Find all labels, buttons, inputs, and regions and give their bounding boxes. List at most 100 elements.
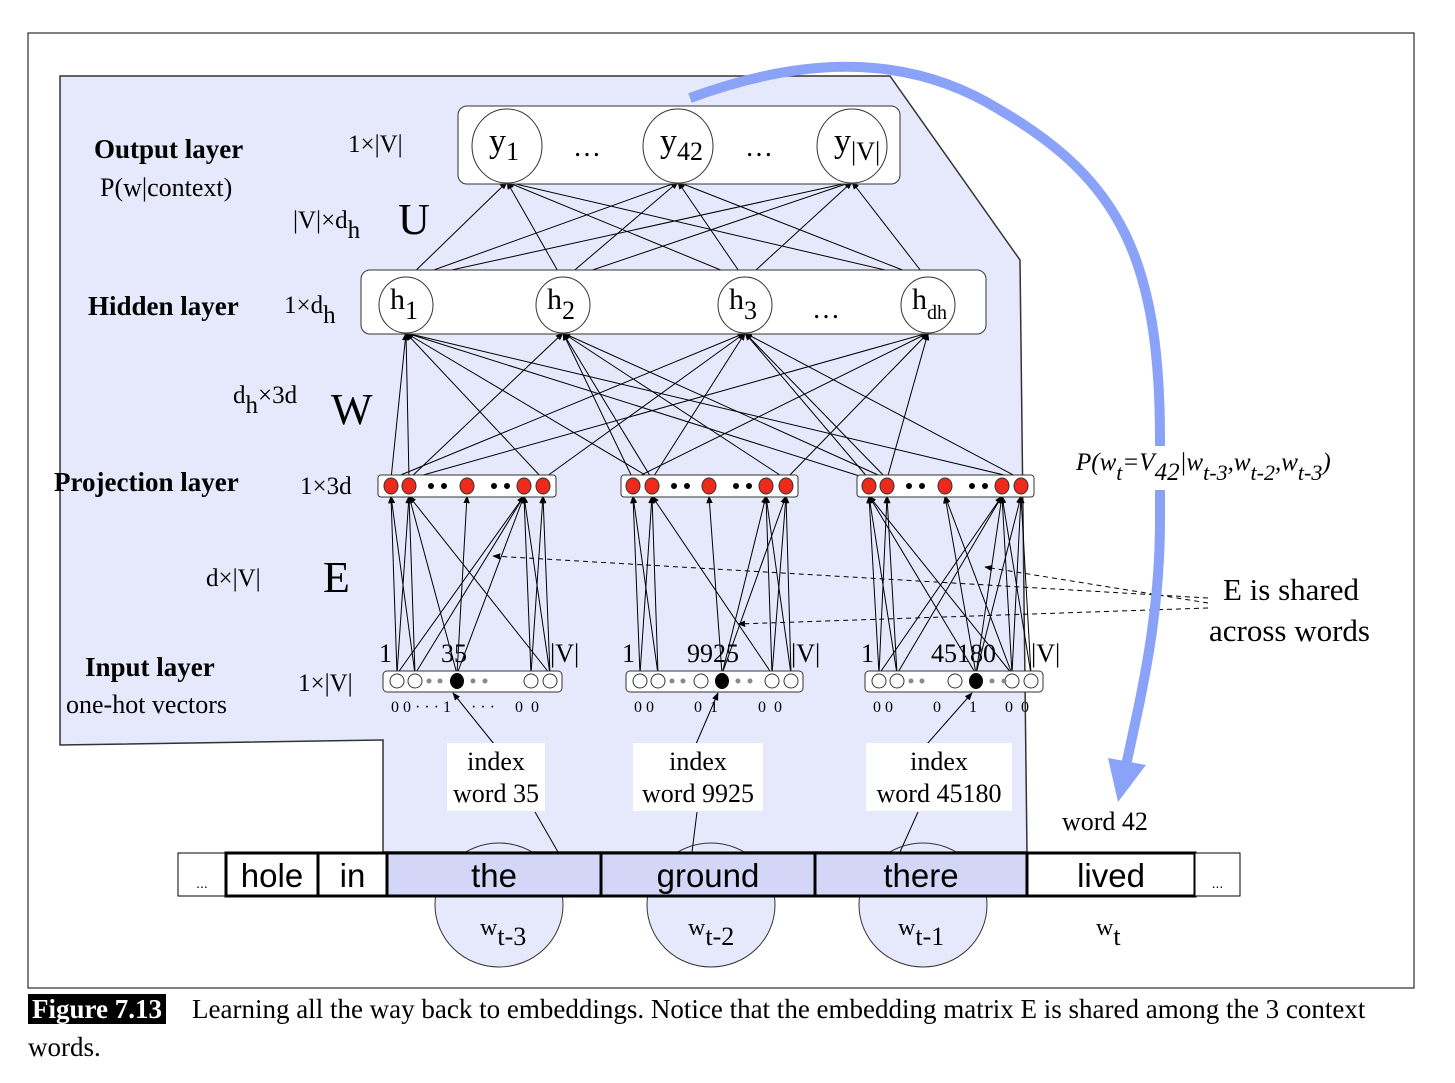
ellipsis-dot (491, 483, 497, 489)
word-text: ground (657, 857, 760, 894)
projection-unit (625, 477, 641, 495)
hidden-node: hdh (900, 276, 956, 334)
word-cell: in (316, 851, 389, 898)
word-position-label: wt-1 (898, 915, 944, 951)
input-layer-sublabel: one-hot vectors (66, 690, 227, 719)
input-unit (783, 673, 799, 689)
word-text: in (340, 857, 366, 894)
projection-dim: 1×3d (300, 473, 352, 500)
projection-unit (778, 477, 794, 495)
input-unit (542, 673, 558, 689)
word-cell: ... (177, 852, 227, 897)
word-cell: ... (1194, 852, 1241, 897)
input-unit (764, 673, 780, 689)
svg-text:h1: h1 (390, 283, 418, 325)
ellipsis-dot (441, 483, 447, 489)
word-position-label: wt-2 (688, 915, 734, 951)
projection-unit (937, 477, 953, 495)
output-node: y42 (642, 108, 714, 184)
projection-unit (994, 477, 1010, 495)
svg-text:y1: y1 (489, 123, 519, 166)
projection-unit (861, 477, 877, 495)
hot-input-unit (715, 673, 729, 689)
ellipsis-dot (684, 483, 690, 489)
hidden-layer-box (360, 269, 987, 335)
input-bits: 0 0 0 1 0 0 (873, 699, 1029, 716)
word-position-label: wt-3 (480, 915, 526, 951)
output-node: y|V| (816, 108, 888, 184)
prediction-arrowhead-icon (1108, 758, 1146, 802)
hidden-layer-label: Hidden layer (88, 291, 239, 321)
ellipsis-dot (969, 483, 975, 489)
word-position-label: wt (1096, 915, 1121, 951)
input-last-index: |V| (550, 639, 579, 668)
output-dim: 1×|V| (348, 131, 403, 158)
ellipsis-dot (428, 483, 434, 489)
projection-segment (620, 474, 799, 498)
w-matrix-label: W (331, 385, 373, 434)
hidden-node: h1 (378, 276, 434, 334)
probability-formula: P(wt=V42|wt-3,wt-2,wt-3) (1075, 449, 1331, 486)
projection-unit (879, 477, 895, 495)
input-unit (389, 673, 405, 689)
ellipsis-dot (906, 483, 912, 489)
input-unit (632, 673, 648, 689)
ellipsis-dot (746, 483, 752, 489)
input-unit (523, 673, 539, 689)
input-last-index: |V| (791, 639, 820, 668)
projection-layer-label: Projection layer (54, 467, 239, 497)
svg-text:h3: h3 (729, 283, 757, 325)
shared-note-line2: across words (1209, 613, 1370, 648)
word-text: ... (1212, 875, 1224, 891)
output-ellipsis-2: … (745, 132, 773, 163)
ellipsis-dot (671, 483, 677, 489)
projection-segment (856, 474, 1035, 498)
projection-segment (377, 474, 557, 498)
e-matrix-label: E (323, 553, 350, 602)
w-dim: dh×3d (233, 382, 298, 419)
input-word-index: 45180 (931, 639, 996, 668)
projection-unit (401, 477, 417, 495)
caption-text: Learning all the way back to embeddings.… (28, 994, 1366, 1062)
svg-text:h2: h2 (547, 283, 575, 325)
formula-bg (1070, 446, 1400, 490)
projection-unit (758, 477, 774, 495)
projection-unit (516, 477, 532, 495)
input-unit (650, 673, 666, 689)
hidden-node: h2 (535, 276, 591, 334)
hidden-node: h3 (717, 276, 773, 334)
hot-input-unit (969, 673, 983, 689)
input-unit (693, 673, 709, 689)
index-label: index (910, 747, 968, 776)
projection-unit (535, 477, 551, 495)
input-word-index: 9925 (687, 639, 739, 668)
projection-unit (644, 477, 660, 495)
hot-input-unit (450, 673, 464, 689)
input-bits: 0 0 0 1 0 0 (634, 699, 782, 716)
input-unit (407, 673, 423, 689)
index-label: index (467, 747, 525, 776)
svg-text:hdh: hdh (912, 283, 947, 324)
prediction-arrow (688, 61, 1165, 772)
input-unit (889, 673, 905, 689)
ellipsis-dot (982, 483, 988, 489)
output-ellipsis-1: … (573, 132, 601, 163)
index-word-label: word 9925 (642, 779, 754, 808)
output-layer-sublabel: P(w|context) (100, 173, 232, 202)
network-edges (388, 180, 1032, 675)
ellipsis-dot (733, 483, 739, 489)
u-dim: |V|×dh (293, 207, 361, 244)
input-layer-label: Input layer (85, 652, 215, 682)
input-dim: 1×|V| (298, 670, 353, 697)
word-cell: lived (1025, 851, 1197, 898)
projection-unit (459, 477, 475, 495)
index-label: index (669, 747, 727, 776)
word-text: lived (1077, 857, 1145, 894)
figure-frame (27, 32, 1415, 989)
figure-label: Figure 7.13 (28, 994, 166, 1024)
